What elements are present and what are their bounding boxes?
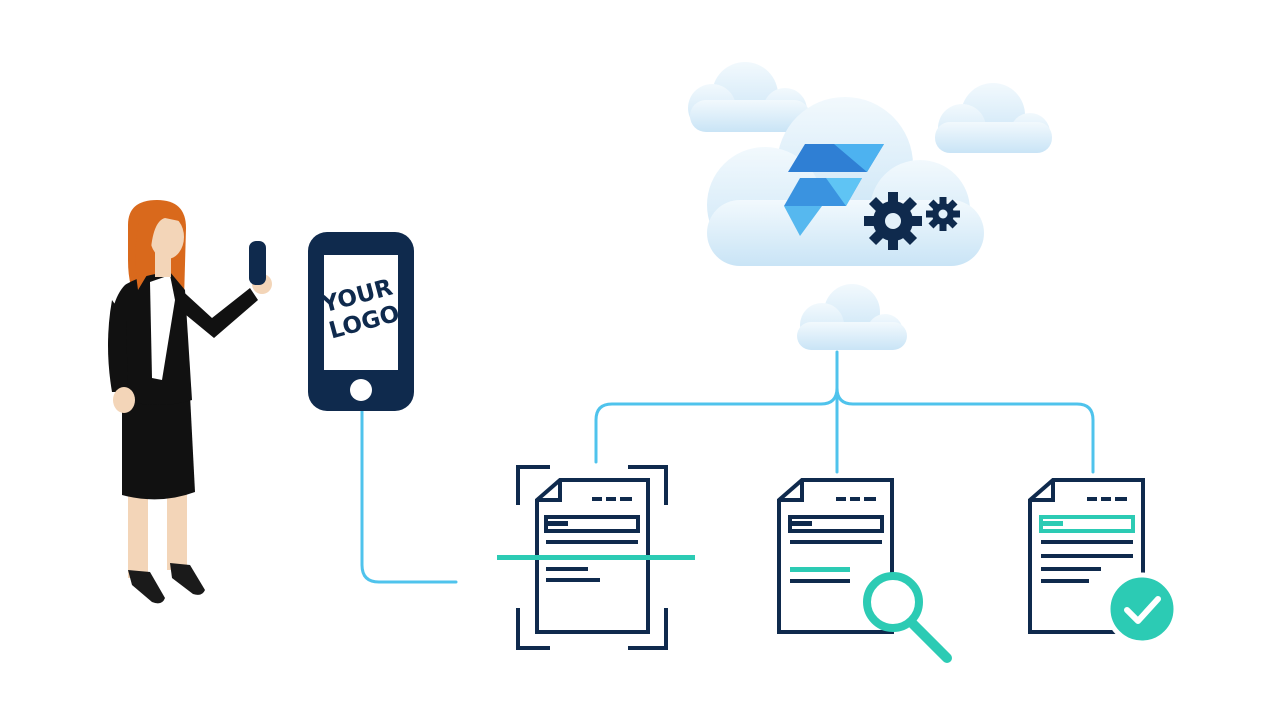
connector-to-verified xyxy=(835,386,1095,474)
cloud-icon-small xyxy=(797,284,907,350)
connector-to-scan xyxy=(594,386,839,464)
smartphone-icon: YOUR LOGO xyxy=(308,232,414,411)
connector-lines xyxy=(360,350,1095,584)
scan-document-icon xyxy=(497,465,695,650)
cloud-icon-top-left xyxy=(688,62,810,132)
brand-logo-icon xyxy=(784,144,884,236)
verified-document-icon xyxy=(1028,478,1179,646)
gears-icon xyxy=(864,192,960,250)
cloud-icon-top-right xyxy=(935,83,1052,153)
search-document-icon xyxy=(777,478,952,663)
connector-phone-to-scan xyxy=(360,408,458,584)
businesswoman-holding-phone xyxy=(108,200,272,604)
